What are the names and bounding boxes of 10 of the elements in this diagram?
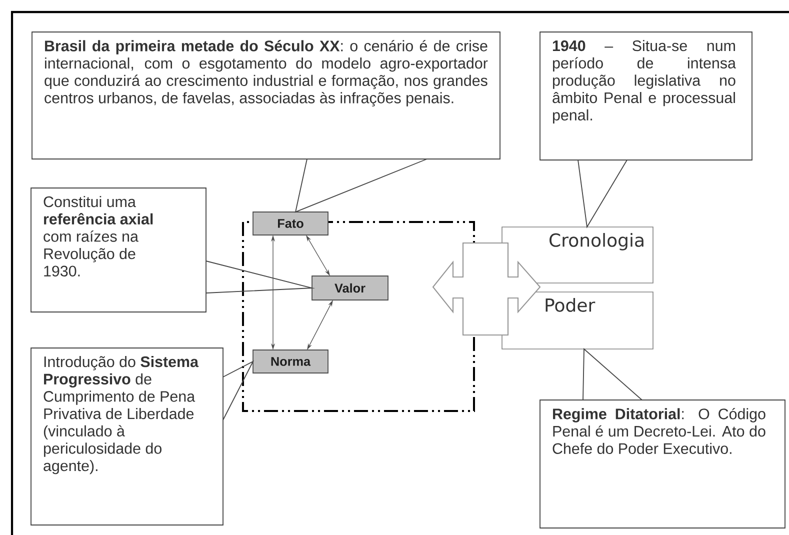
callout-box: Regime Ditatorial: O Código Penal é um Decreto-Lei. Ato do Chefe do Poder Executivo. — [540, 400, 786, 528]
concept-box: Norma — [252, 350, 328, 374]
callout-box: Introdução do Sistema Progressivo de Cumprimento de Pena Privativa de Liberdade (vinculado à periculosidade do agente). — [30, 348, 224, 526]
concept-box: Valor — [312, 276, 388, 300]
label-box: Cronologia — [502, 226, 654, 284]
label-box: Poder — [502, 292, 654, 350]
concept-box: Fato — [252, 212, 328, 236]
callout-box: Brasil da primeira metade do Século XX: o cenário é de crise internacional, com o esgotamento do modelo agro-exportador que conduzirá ao crescimento industrial e formação, nos grandes centros urbanos, de favelas, associadas às infrações penais. — [32, 32, 500, 160]
callout-box: Constitui uma referência axial com raízes na Revolução de 1930. — [30, 188, 206, 312]
callout-box: 1940 – Situa-se num período de intensa produção legislativa no âmbito Penal e processual penal. — [540, 32, 752, 160]
